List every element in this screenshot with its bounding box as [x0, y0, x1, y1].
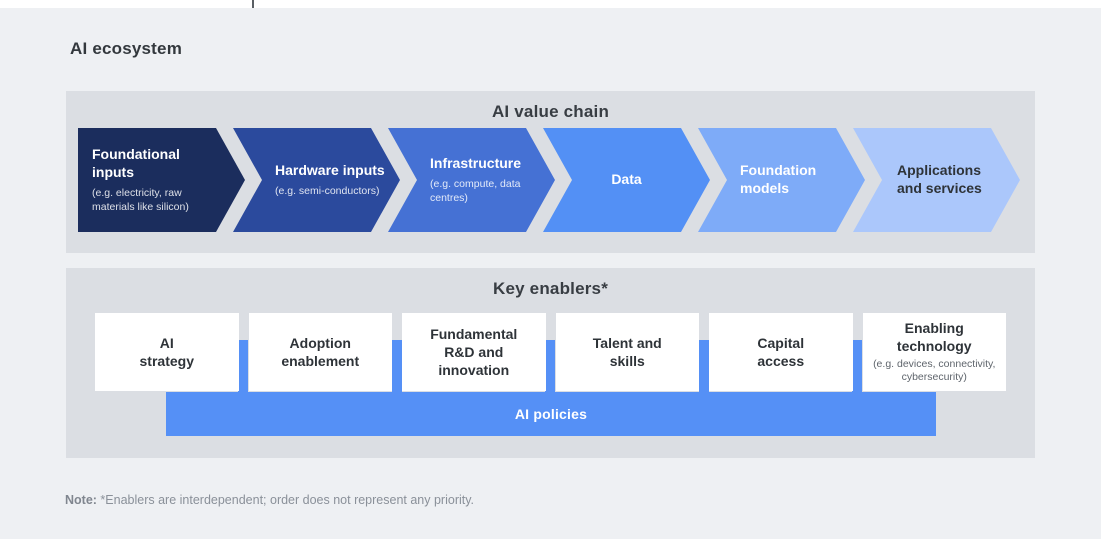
enabler-label: Fundamental R&D and innovation	[430, 325, 518, 379]
enabler-connector	[699, 340, 709, 393]
enabler-fundamental-rd-innovation: Fundamental R&D and innovation	[402, 313, 546, 391]
value-chain-row: Foundational inputs (e.g. electricity, r…	[66, 128, 1035, 232]
stage-infrastructure: Infrastructure (e.g. compute, data centr…	[388, 128, 555, 232]
footnote-label: Note:	[65, 493, 97, 507]
stage-data: Data	[543, 128, 710, 232]
value-chain-title: AI value chain	[491, 102, 610, 121]
key-enablers-row: AI strategy Adoption enablement Fundamen…	[95, 313, 1006, 391]
enabler-ai-strategy: AI strategy	[95, 313, 239, 391]
enabler-connector	[392, 340, 402, 393]
value-chain-panel: AI value chain Foundational inputs (e.g.…	[66, 91, 1035, 253]
stage-label: Foundation models	[740, 162, 817, 196]
enabler-connector	[545, 340, 555, 393]
enabler-label: Adoption enablement	[281, 334, 360, 369]
key-enablers-panel: Key enablers* AI strategy Adoption enabl…	[66, 268, 1035, 458]
stage-label: Infrastructure	[430, 154, 522, 171]
key-enablers-title: Key enablers*	[492, 279, 609, 298]
footnote: Note: *Enablers are interdependent; orde…	[65, 493, 474, 507]
ai-policies-label: AI policies	[514, 406, 588, 422]
enabler-label: Enabling technology	[896, 320, 972, 355]
enabler-connector	[852, 340, 862, 393]
stage-sublabel: (e.g. electricity, raw materials like si…	[92, 186, 189, 213]
enabler-label: Talent and skills	[592, 334, 662, 369]
enabler-label: Capital access	[757, 334, 805, 369]
stage-label: Foundational inputs	[92, 145, 180, 180]
stage-foundation-models: Foundation models	[698, 128, 865, 232]
enabler-enabling-technology: Enabling technology (e.g. devices, conne…	[862, 313, 1006, 391]
page-title: AI ecosystem	[70, 39, 183, 58]
enabler-talent-and-skills: Talent and skills	[555, 313, 699, 391]
stage-hardware-inputs: Hardware inputs (e.g. semi-conductors)	[233, 128, 400, 232]
stage-label: Hardware inputs	[275, 161, 385, 178]
ai-policies-bar: AI policies	[166, 392, 936, 436]
enabler-label: AI strategy	[139, 334, 194, 369]
footnote-text: *Enablers are interdependent; order does…	[96, 493, 475, 507]
stage-label: Data	[611, 171, 642, 188]
enabler-sublabel: (e.g. devices, connectivity, cybersecuri…	[873, 357, 996, 384]
enabler-connector	[238, 340, 248, 393]
stage-label: Applications and services	[897, 162, 982, 196]
enabler-adoption-enablement: Adoption enablement	[248, 313, 392, 391]
stage-applications-and-services: Applications and services	[853, 128, 1020, 232]
stage-foundational-inputs: Foundational inputs (e.g. electricity, r…	[78, 128, 245, 232]
stage-sublabel: (e.g. compute, data centres)	[430, 177, 521, 204]
enabler-capital-access: Capital access	[709, 313, 853, 391]
stage-sublabel: (e.g. semi-conductors)	[275, 184, 380, 197]
crop-tick-mark	[252, 0, 254, 8]
